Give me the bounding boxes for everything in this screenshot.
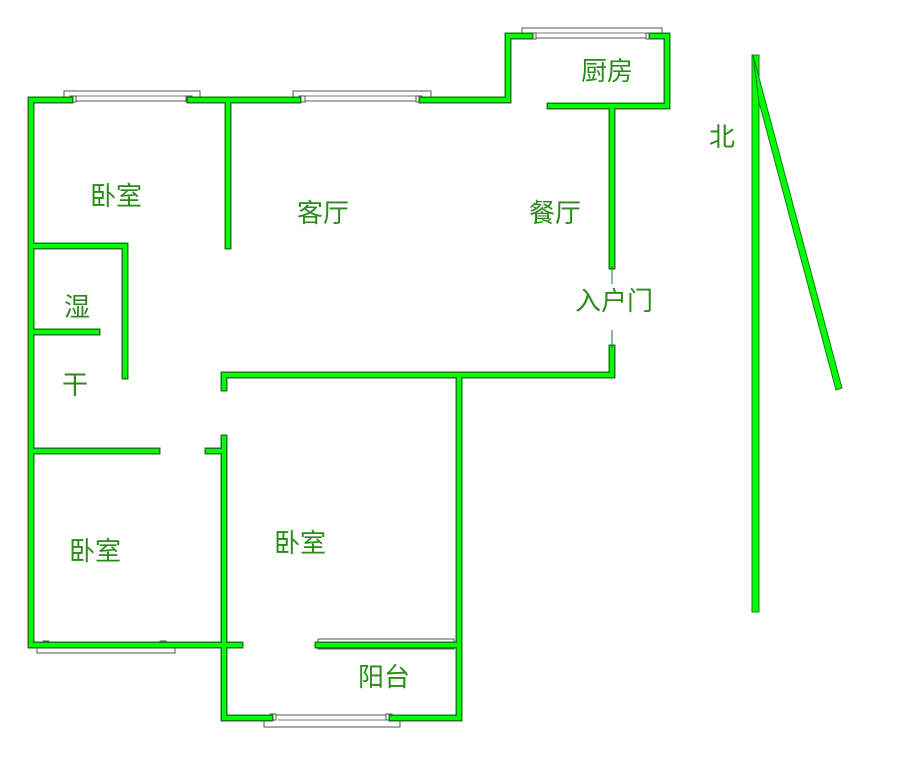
window-top-middle	[292, 90, 432, 103]
label-living-room: 客厅	[297, 199, 349, 229]
window-top-left	[63, 90, 201, 103]
walls-fill	[29, 34, 669, 720]
label-bedroom-bottom-middle: 卧室	[274, 529, 326, 559]
label-north: 北	[709, 123, 735, 153]
window-kitchen	[521, 27, 663, 40]
label-bedroom-bottom-left: 卧室	[69, 537, 121, 567]
label-wet-area: 湿	[64, 293, 90, 323]
label-entrance-door: 入户门	[575, 287, 653, 317]
label-dining-room: 餐厅	[529, 199, 581, 229]
window-balcony-outer	[263, 713, 401, 728]
label-bedroom-top-left: 卧室	[90, 182, 142, 212]
label-kitchen: 厨房	[581, 57, 633, 87]
north-arrow-icon	[751, 54, 843, 613]
room-labels: 卧室 客厅 餐厅 厨房 湿 干 入户门 卧室 卧室 阳台 北	[62, 57, 735, 693]
label-dry-area: 干	[62, 371, 88, 401]
label-balcony: 阳台	[358, 663, 410, 693]
